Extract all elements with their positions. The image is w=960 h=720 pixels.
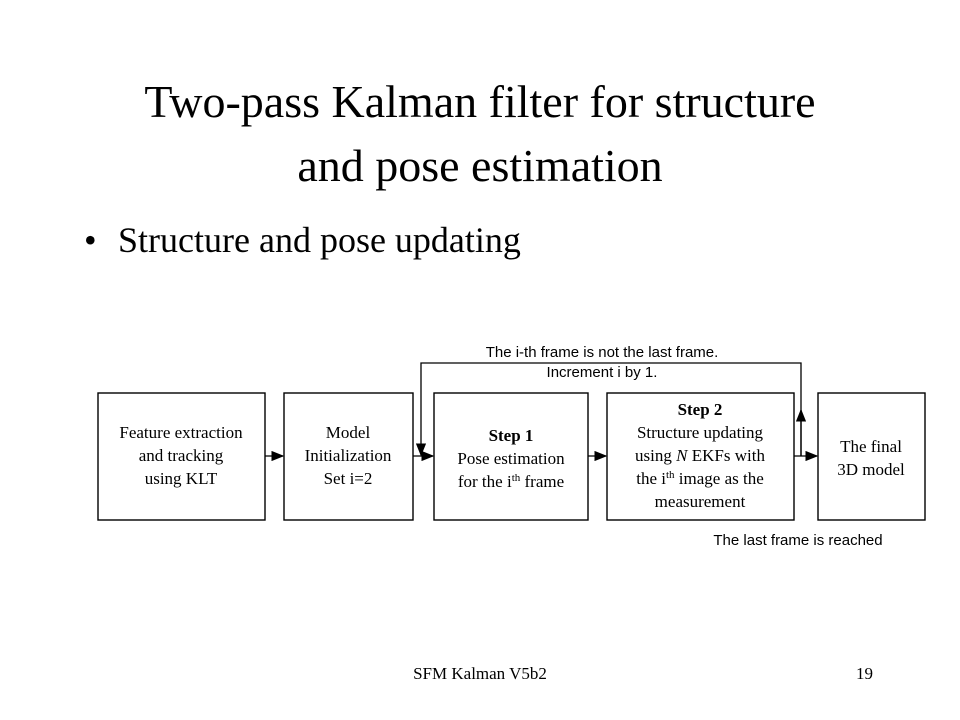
loop-label-line-1: The i-th frame is not the last frame. [486, 344, 719, 361]
box1-line-3: using KLT [145, 469, 218, 488]
page-number: 19 [856, 664, 873, 683]
box-feature-extraction [97, 392, 266, 521]
box3-line-1: Pose estimation [457, 449, 565, 468]
loop-label-line-2: Increment i by 1. [547, 364, 658, 381]
box2-line-3: Set i=2 [324, 469, 373, 488]
bullet-text: Structure and pose updating [118, 220, 521, 260]
box5-line-2: 3D model [837, 460, 905, 479]
box3-line-2: for the ith frame [458, 472, 564, 491]
box1-line-1: Feature extraction [119, 423, 243, 442]
box1-line-2: and tracking [139, 446, 224, 465]
box-final-model [817, 392, 926, 521]
footer-text: SFM Kalman V5b2 [413, 664, 547, 683]
box4-line-4: measurement [655, 492, 746, 511]
end-label: The last frame is reached [713, 532, 882, 549]
bullet-dot-icon: • [84, 220, 97, 260]
box2-line-2: Initialization [305, 446, 392, 465]
box2-line-1: Model [326, 423, 371, 442]
box3-heading: Step 1 [489, 426, 534, 445]
box5-line-1: The final [840, 437, 902, 456]
box4-line-1: Structure updating [637, 423, 764, 442]
box4-line-3: the ith image as the [636, 469, 764, 488]
box-step2 [606, 392, 795, 521]
bullet-item: • Structure and pose updating [84, 218, 521, 262]
slide-title: Two-pass Kalman filter for structure and… [40, 70, 920, 198]
box4-line-2: using N EKFs with [635, 446, 765, 465]
title-line-2: and pose estimation [297, 140, 663, 191]
title-line-1: Two-pass Kalman filter for structure [144, 76, 816, 127]
box4-heading: Step 2 [678, 400, 723, 419]
